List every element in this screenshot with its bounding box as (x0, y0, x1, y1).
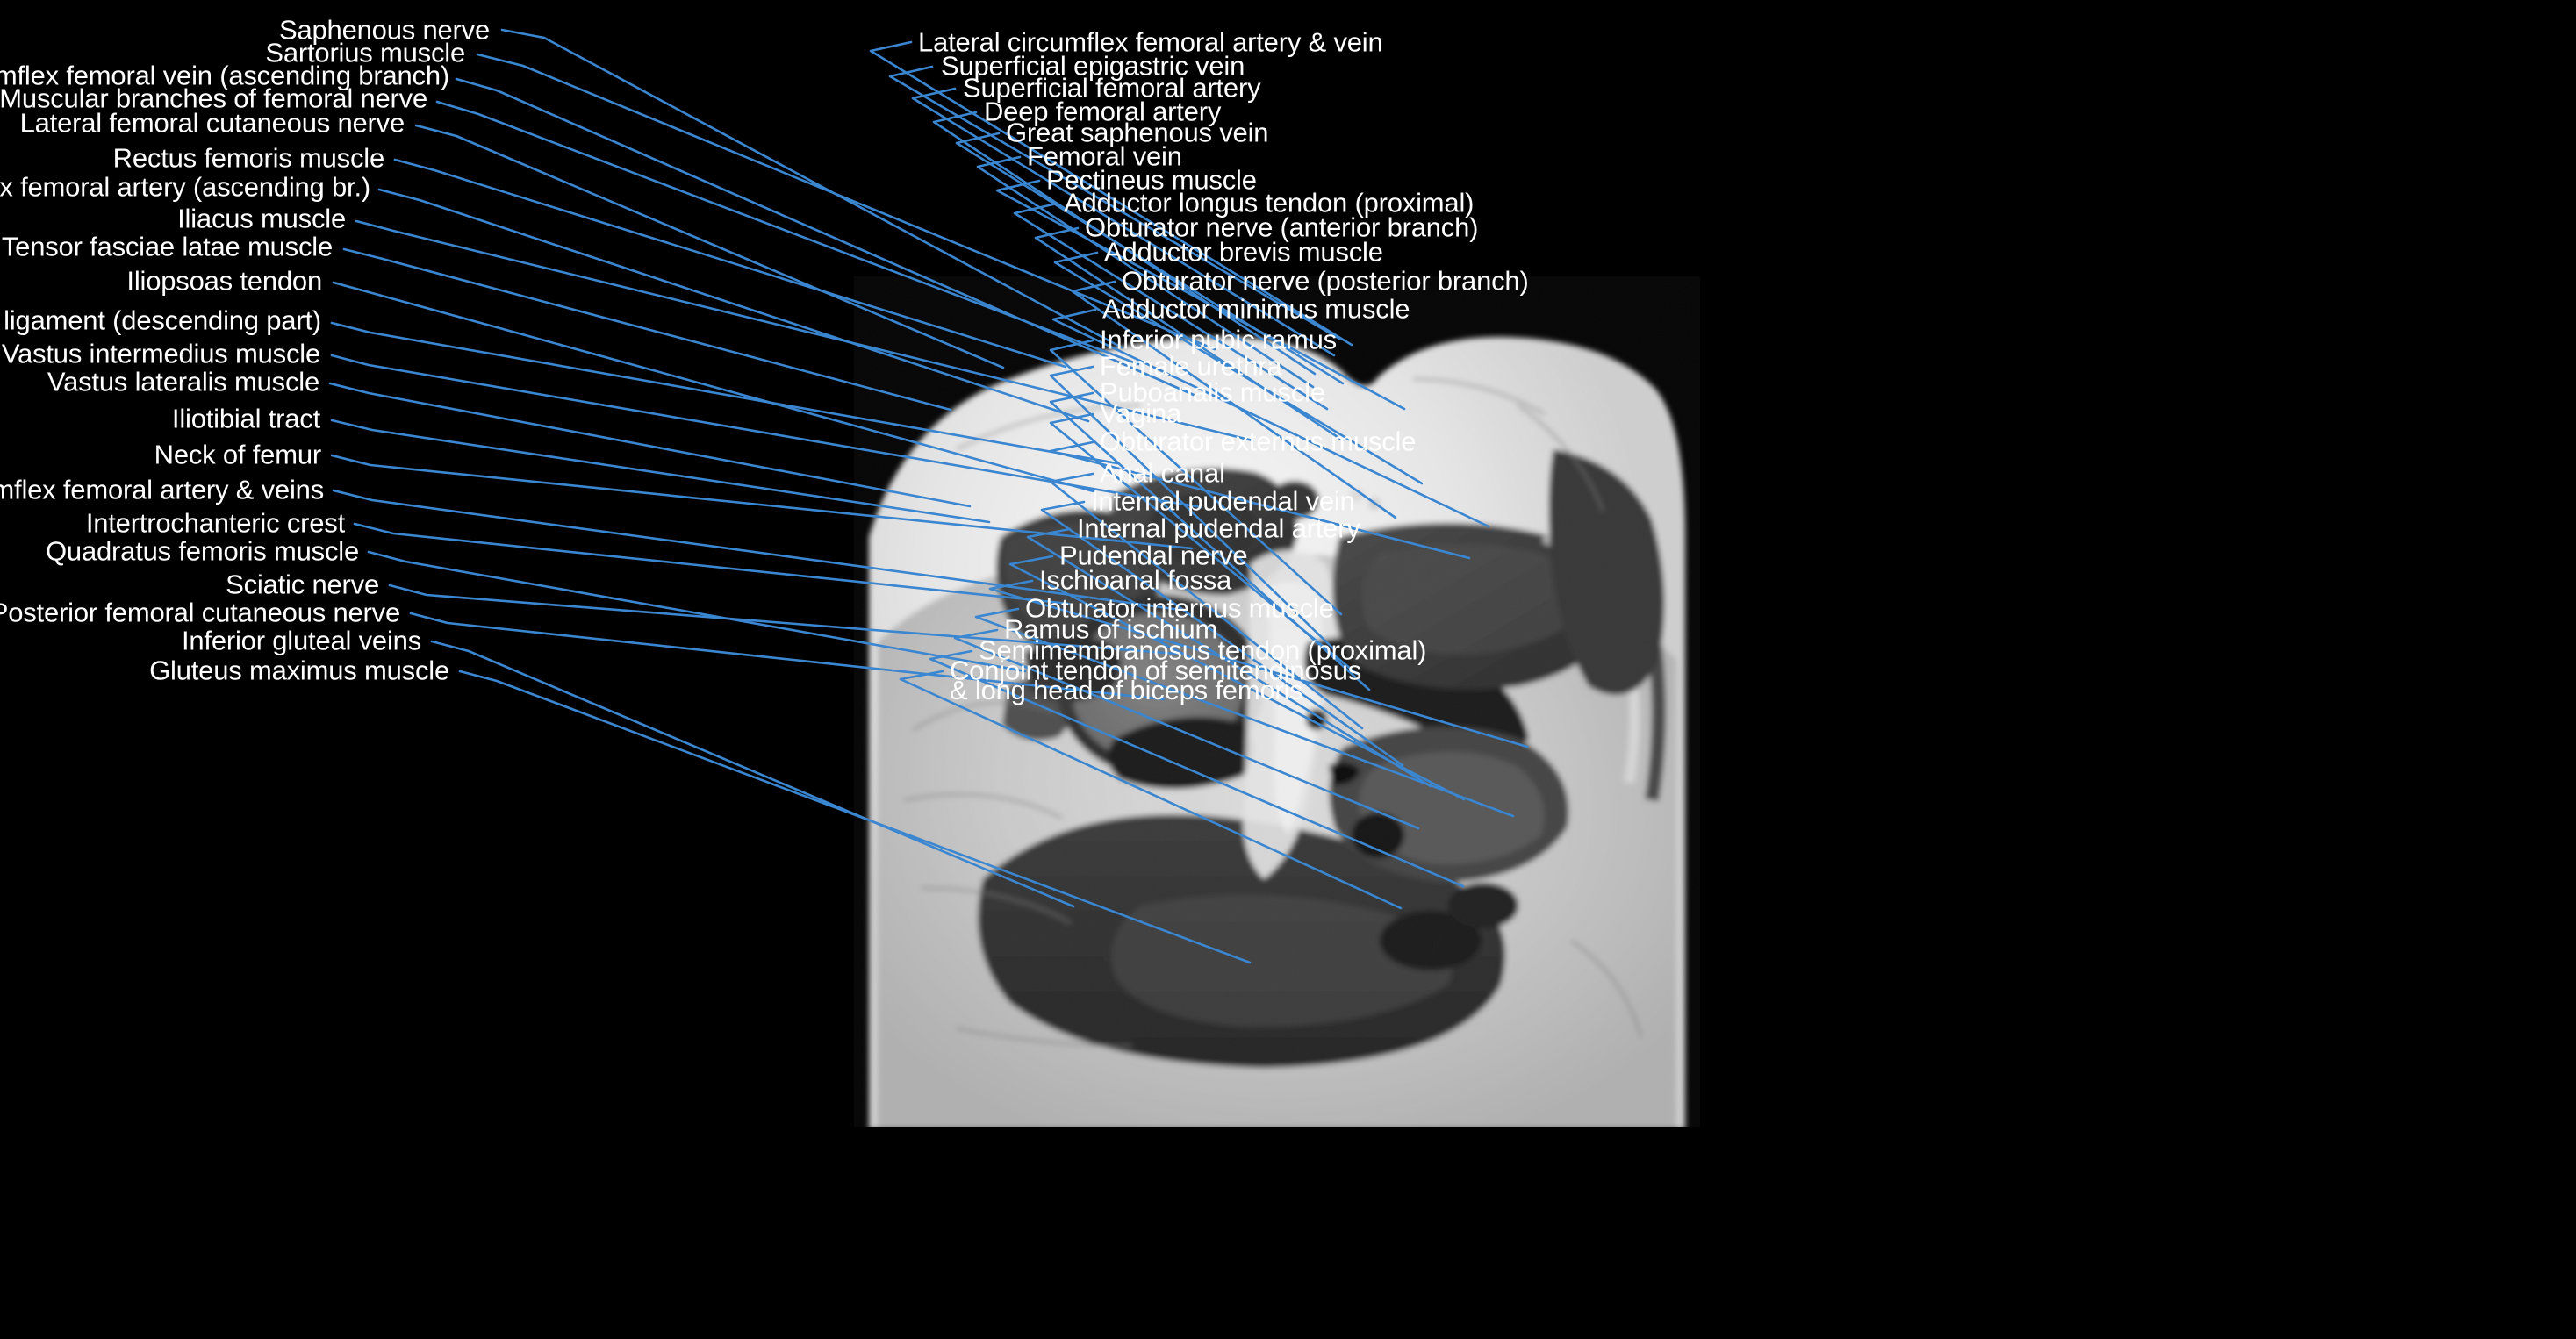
anatomy-label-neck-of-femur: Neck of femur (154, 439, 322, 470)
anatomy-label-iliacus-muscle: Iliacus muscle (177, 203, 346, 234)
anatomy-label-femoral-vein: Femoral vein (1027, 140, 1182, 172)
anatomy-label-ramus-of-ischium: Ramus of ischium (1004, 613, 1218, 645)
anatomy-label-vagina: Vagina (1100, 397, 1182, 429)
anatomy-label-quadratus-femoris-muscle: Quadratus femoris muscle (46, 535, 359, 567)
anatomy-label-semimembranosus-tendon-proximal: Semimembranosus tendon (proximal) (979, 634, 1427, 666)
anatomy-label-obturator-nerve-anterior-branch: Obturator nerve (anterior branch) (1085, 211, 1479, 243)
anatomy-label-obturator-nerve-posterior-branch: Obturator nerve (posterior branch) (1122, 265, 1529, 297)
anatomy-label-superficial-femoral-artery: Superficial femoral artery (963, 72, 1261, 104)
anatomy-label-ischioanal-fossa: Ischioanal fossa (1039, 564, 1232, 596)
anatomy-label-anal-canal: Anal canal (1100, 457, 1225, 489)
anatomy-label-female-urethra: Female urethra (1100, 350, 1282, 382)
anatomy-label-adductor-longus-tendon-proximal: Adductor longus tendon (proximal) (1064, 187, 1475, 218)
anatomy-label-internal-pudendal-artery: Internal pudendal artery (1077, 512, 1360, 544)
anatomy-label-conjoint-tendon-of-semitendinosus: Conjoint tendon of semitendinosus (950, 655, 1362, 686)
anatomy-label-superficial-epigastric-vein: Superficial epigastric vein (941, 50, 1245, 82)
anatomy-label-obturator-internus-muscle: Obturator internus muscle (1025, 592, 1334, 624)
anatomy-label-adductor-brevis-muscle: Adductor brevis muscle (1104, 236, 1383, 268)
anatomy-label-iliotibial-tract: Iliotibial tract (171, 403, 320, 434)
anatomy-label-sciatic-nerve: Sciatic nerve (226, 569, 379, 600)
anatomy-label-vastus-intermedius-muscle: Vastus intermedius muscle (1, 338, 320, 369)
anatomy-label-internal-pudendal-vein: Internal pudendal vein (1091, 485, 1355, 517)
anatomy-label-lateral-circumflex-femoral-artery-ascending-br: Lateral circumflex femoral artery (ascen… (0, 171, 370, 203)
anatomy-label-vastus-lateralis-muscle: Vastus lateralis muscle (47, 366, 319, 397)
anatomy-label-deep-femoral-artery: Deep femoral artery (984, 96, 1222, 127)
anatomy-label-posterior-femoral-cutaneous-nerve: Posterior femoral cutaneous nerve (0, 597, 400, 628)
anatomy-label-obturator-externus-muscle: Obturator externus muscle (1100, 426, 1417, 457)
anatomy-label-adductor-minimus-muscle: Adductor minimus muscle (1102, 293, 1410, 325)
anatomy-label-sartorius-muscle: Sartorius muscle (265, 37, 465, 68)
anatomy-label-saphenous-nerve: Saphenous nerve (278, 14, 490, 46)
anatomy-label-gluteus-maximus-muscle: Gluteus maximus muscle (149, 655, 449, 686)
anatomy-label-puboanalis-muscle: Puboanalis muscle (1100, 376, 1325, 408)
anatomy-label-pectineus-muscle: Pectineus muscle (1046, 164, 1257, 196)
anatomy-label-lateral-circumflex-femoral-vein-ascending-branch: Lateral circumflex femoral vein (ascendi… (0, 60, 449, 91)
anatomy-label-medial-circumflex-femoral-artery-veins: Medial circumflex femoral artery & veins (0, 474, 324, 505)
anatomy-label-intertrochanteric-crest: Intertrochanteric crest (85, 507, 345, 539)
anatomy-label-great-saphenous-vein: Great saphenous vein (1006, 117, 1269, 148)
anatomy-label-lateral-femoral-cutaneous-nerve: Lateral femoral cutaneous nerve (19, 107, 405, 139)
anatomy-label-pudendal-nerve: Pudendal nerve (1059, 540, 1248, 571)
anatomy-label-iliofemoral-ligament-descending-part: Iliofemoral ligament (descending part) (4, 304, 321, 336)
anatomy-label-lateral-circumflex-femoral-artery-vein: Lateral circumflex femoral artery & vein (918, 26, 1383, 58)
anatomy-label-inferior-pubic-ramus: Inferior pubic ramus (1100, 324, 1337, 355)
anatomy-label-long-head-of-biceps-femoris: & long head of biceps femoris (950, 675, 1303, 705)
anatomy-label-iliopsoas-tendon: Iliopsoas tendon (126, 265, 322, 297)
anatomy-label-rectus-femoris-muscle: Rectus femoris muscle (112, 142, 385, 174)
anatomy-label-tensor-fasciae-latae-muscle: Tensor fasciae latae muscle (1, 231, 333, 262)
anatomy-label-muscular-branches-of-femoral-nerve: Muscular branches of femoral nerve (0, 82, 427, 114)
anatomy-label-inferior-gluteal-veins: Inferior gluteal veins (181, 625, 421, 656)
